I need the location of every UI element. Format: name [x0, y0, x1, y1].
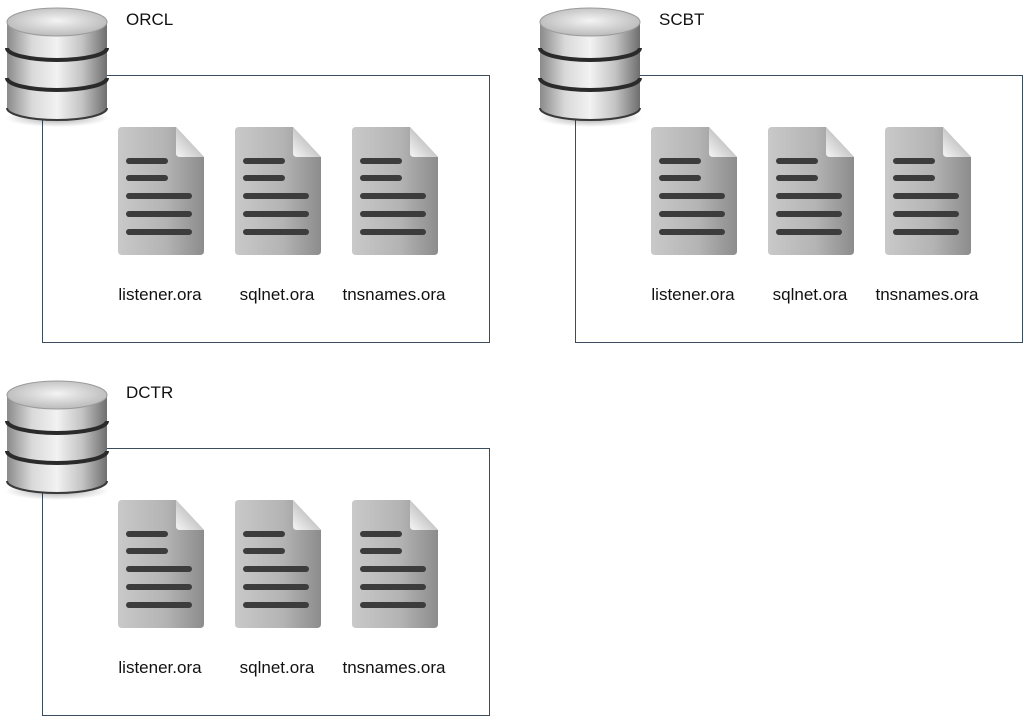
file-item[interactable]: sqlnet.ora [744, 125, 864, 315]
document-icon [231, 125, 323, 257]
file-item[interactable]: sqlnet.ora [211, 125, 331, 315]
document-icon [348, 498, 440, 630]
document-icon [764, 125, 856, 257]
server-name: SCBT [659, 10, 705, 29]
document-icon [348, 125, 440, 257]
document-icon [647, 125, 739, 257]
file-item[interactable]: listener.ora [627, 125, 747, 315]
file-name: tnsnames.ora [342, 658, 446, 677]
file-name: sqlnet.ora [772, 285, 848, 304]
file-item[interactable]: tnsnames.ora [328, 498, 448, 688]
file-item[interactable]: tnsnames.ora [861, 125, 981, 315]
file-item[interactable]: listener.ora [94, 125, 214, 315]
server-name: DCTR [126, 383, 174, 402]
file-name: listener.ora [118, 658, 202, 677]
file-name: tnsnames.ora [875, 285, 979, 304]
document-icon [114, 125, 206, 257]
document-icon [114, 498, 206, 630]
document-icon [881, 125, 973, 257]
file-name: sqlnet.ora [239, 285, 315, 304]
server-group-scbt: SCBT listener.ora [533, 0, 1023, 350]
server-group-dctr: DCTR listener.ora [0, 373, 490, 723]
file-name: tnsnames.ora [342, 285, 446, 304]
file-name: listener.ora [118, 285, 202, 304]
server-name: ORCL [126, 10, 174, 29]
database-icon [2, 0, 112, 130]
database-icon [2, 373, 112, 503]
document-icon [231, 498, 323, 630]
server-group-orcl: ORCL listener.ora [0, 0, 490, 350]
file-name: listener.ora [651, 285, 735, 304]
file-item[interactable]: sqlnet.ora [211, 498, 331, 688]
file-name: sqlnet.ora [239, 658, 315, 677]
file-item[interactable]: listener.ora [94, 498, 214, 688]
file-item[interactable]: tnsnames.ora [328, 125, 448, 315]
database-icon [535, 0, 645, 130]
